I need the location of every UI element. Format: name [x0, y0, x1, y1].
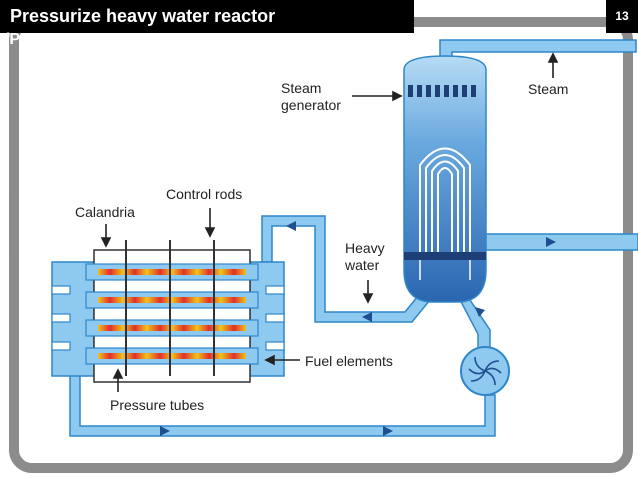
steam-generator-vessel	[403, 55, 487, 303]
pump	[460, 346, 510, 396]
pump-pipe	[456, 294, 491, 349]
label-fuel-elements: Fuel elements	[305, 353, 393, 369]
label-steam-generator-1: Steam	[281, 80, 321, 96]
fuel-elements	[98, 269, 246, 359]
slide-title: Pressurize heavy water reactor	[0, 0, 414, 33]
label-arrows	[100, 52, 559, 392]
control-rods	[125, 240, 215, 376]
flow-arrows	[160, 221, 556, 436]
label-calandria: Calandria	[75, 204, 135, 220]
label-steam-generator-2: generator	[281, 97, 341, 113]
label-steam: Steam	[528, 81, 568, 97]
label-control-rods: Control rods	[166, 186, 242, 202]
steam-separators	[408, 85, 476, 97]
label-pressure-tubes: Pressure tubes	[110, 397, 204, 413]
page-number: 13	[606, 0, 638, 33]
slide-title-overflow: (P	[4, 31, 20, 47]
u-tube-bundle	[419, 147, 471, 252]
label-heavy-water-2: water	[344, 257, 380, 273]
label-heavy-water-1: Heavy	[345, 240, 385, 256]
tube-sheet	[404, 252, 486, 260]
